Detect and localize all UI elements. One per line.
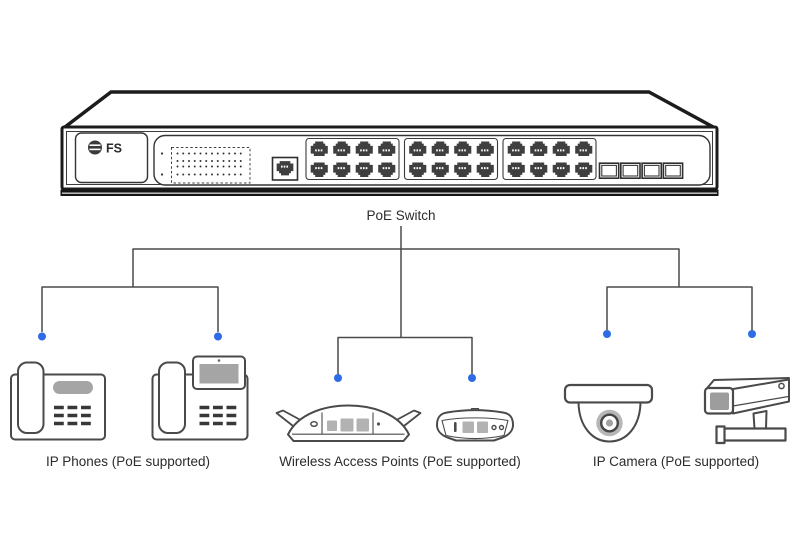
poe-port-dot bbox=[748, 330, 756, 338]
sfp-port-block bbox=[598, 162, 684, 179]
vent-grid bbox=[160, 147, 251, 184]
poe-connection-dots bbox=[38, 330, 756, 382]
ap-led-dot bbox=[498, 424, 505, 431]
poe-switch-illustration: FS bbox=[60, 90, 719, 196]
poe-port-dot bbox=[334, 374, 342, 382]
phone-handset bbox=[158, 361, 186, 434]
phone-screen bbox=[53, 381, 93, 394]
bullet-camera-icon bbox=[703, 377, 790, 445]
poe-port-dot bbox=[214, 332, 222, 341]
ap-led-dot bbox=[376, 422, 381, 426]
switch-base-highlight bbox=[62, 192, 717, 194]
fs-logo-mark-icon bbox=[88, 140, 102, 155]
wireless-ap-ceiling-icon bbox=[436, 408, 514, 442]
camera-screw-dot bbox=[778, 382, 785, 390]
ap-port-oval bbox=[310, 421, 318, 428]
group-label-ip-phones: IP Phones (PoE supported) bbox=[46, 454, 210, 469]
rj45-port-group bbox=[502, 137, 597, 181]
ap-slot bbox=[454, 422, 457, 432]
switch-label: PoE Switch bbox=[366, 208, 435, 223]
camera-bracket-neck bbox=[752, 410, 768, 430]
camera-bracket-arm bbox=[721, 427, 787, 442]
wireless-ap-wing-icon bbox=[275, 404, 422, 442]
ap-pod-body bbox=[436, 409, 514, 442]
switch-top-face bbox=[61, 90, 718, 131]
console-port bbox=[271, 156, 299, 181]
main-branch-line bbox=[132, 248, 680, 287]
phone-handset bbox=[17, 361, 45, 434]
fs-logo: FS bbox=[74, 132, 149, 184]
cameras-branch-line bbox=[606, 286, 753, 330]
ap-led-dot bbox=[491, 424, 497, 431]
ip-phone-basic-icon bbox=[10, 361, 106, 441]
ip-phone-video-icon bbox=[151, 355, 249, 441]
rj45-port-group bbox=[403, 137, 499, 181]
dome-camera-icon bbox=[563, 383, 654, 443]
rj45-port-group bbox=[305, 137, 400, 181]
camera-bracket-cap bbox=[715, 425, 726, 445]
sfp-port bbox=[662, 162, 684, 179]
phone-keypad bbox=[54, 405, 91, 426]
sfp-port bbox=[641, 162, 663, 179]
poe-port-dot bbox=[468, 374, 476, 382]
phone-camera-dot bbox=[217, 359, 221, 362]
sfp-port bbox=[598, 162, 620, 179]
sfp-port bbox=[619, 162, 641, 179]
group-label-ip-cameras: IP Camera (PoE supported) bbox=[593, 454, 759, 469]
dome-camera-mount bbox=[563, 383, 654, 404]
aps-branch-line bbox=[337, 336, 473, 374]
group-label-wireless-aps: Wireless Access Points (PoE supported) bbox=[279, 454, 521, 469]
fs-brand-text: FS bbox=[106, 142, 122, 156]
poe-port-dot bbox=[603, 330, 611, 338]
topology-lines bbox=[41, 226, 753, 374]
phone-keypad bbox=[199, 405, 237, 426]
phones-branch-line bbox=[41, 286, 219, 332]
poe-port-dot bbox=[38, 332, 46, 341]
